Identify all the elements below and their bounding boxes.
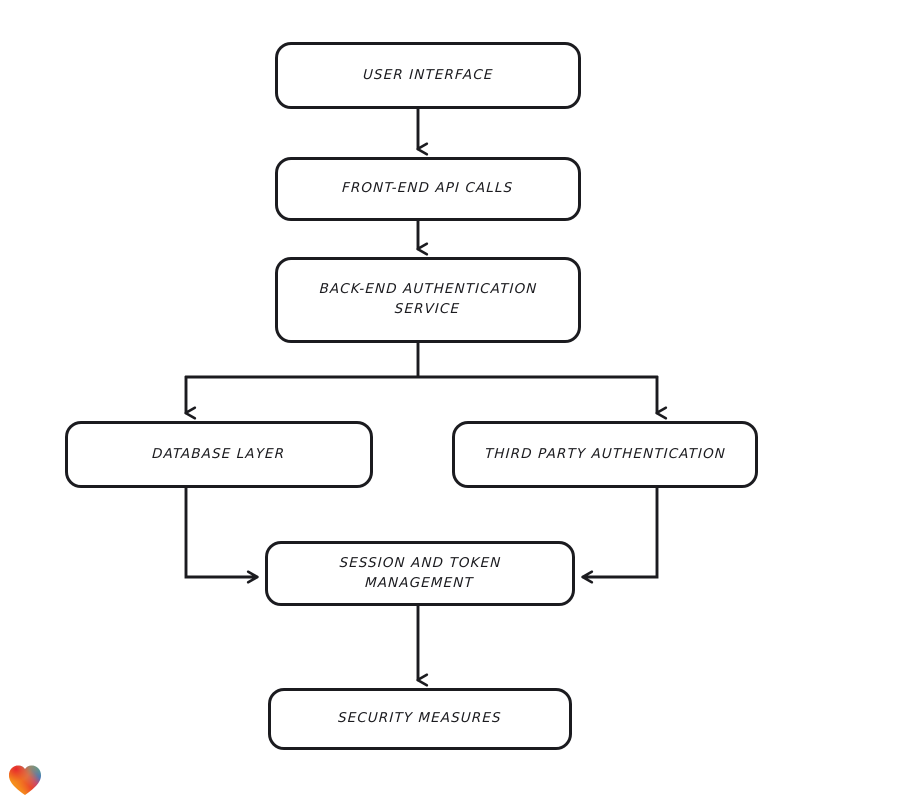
node-label: DATABASE LAYER [152,445,287,462]
edge-database-to-session [184,486,257,577]
node-label: BACK-END AUTHENTICATION SERVICE [319,281,538,317]
node-backend-authentication-service[interactable]: BACK-END AUTHENTICATION SERVICE [275,257,581,343]
node-third-party-authentication[interactable]: THIRD PARTY AUTHENTICATION [452,421,758,488]
node-label: SESSION AND TOKEN MANAGEMENT [339,554,502,591]
heart-icon[interactable] [8,764,42,796]
node-session-and-token-management[interactable]: SESSION AND TOKEN MANAGEMENT [265,541,575,606]
node-user-interface[interactable]: USER INTERFACE [275,42,581,109]
node-label: SECURITY MEASURES [337,710,503,727]
node-label: THIRD PARTY AUTHENTICATION [484,445,726,462]
node-frontend-api-calls[interactable]: FRONT-END API CALLS [275,157,581,221]
node-security-measures[interactable]: SECURITY MEASURES [268,688,572,750]
edge-thirdparty-to-session [583,486,659,577]
node-database-layer[interactable]: DATABASE LAYER [65,421,373,488]
node-label: USER INTERFACE [362,66,494,83]
node-label: FRONT-END API CALLS [342,180,515,197]
